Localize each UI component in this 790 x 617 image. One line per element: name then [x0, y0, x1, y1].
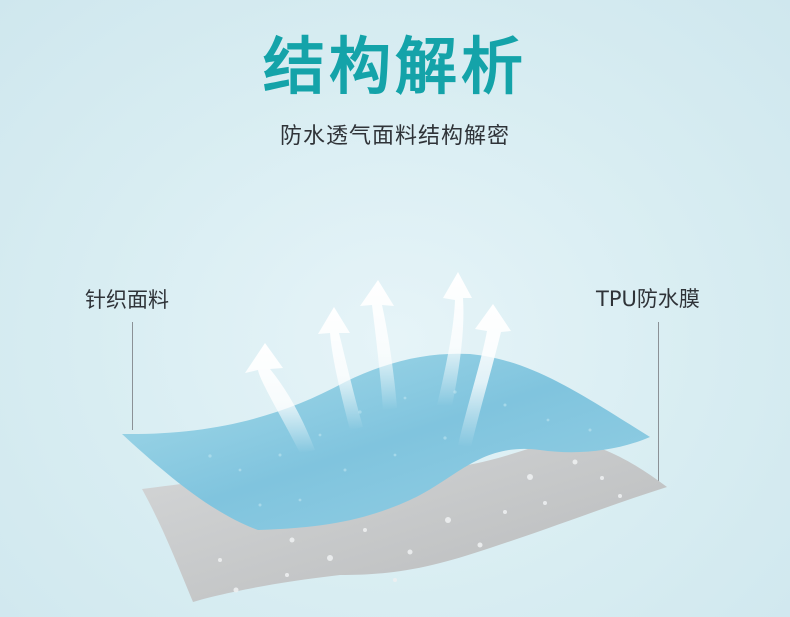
- curved-up-arrow-icon: [360, 280, 397, 410]
- curved-up-arrow-icon: [318, 307, 363, 430]
- knit-fabric-leader-line: [132, 322, 133, 430]
- tpu-membrane-leader-line: [658, 322, 659, 487]
- page-title: 结构解析: [262, 30, 527, 103]
- curved-up-arrow-icon: [245, 343, 315, 453]
- knit-fabric-label: 针织面料: [85, 288, 169, 312]
- curved-up-arrow-icon: [437, 272, 472, 406]
- knit-fabric-layer: [122, 353, 650, 530]
- curved-up-arrow-icon: [458, 304, 511, 447]
- page-subtitle: 防水透气面料结构解密: [279, 124, 510, 149]
- tpu-membrane-label: TPU防水膜: [596, 287, 700, 311]
- knit-fabric-texture: [208, 390, 592, 507]
- curved-up-arrow-icons: [245, 272, 511, 453]
